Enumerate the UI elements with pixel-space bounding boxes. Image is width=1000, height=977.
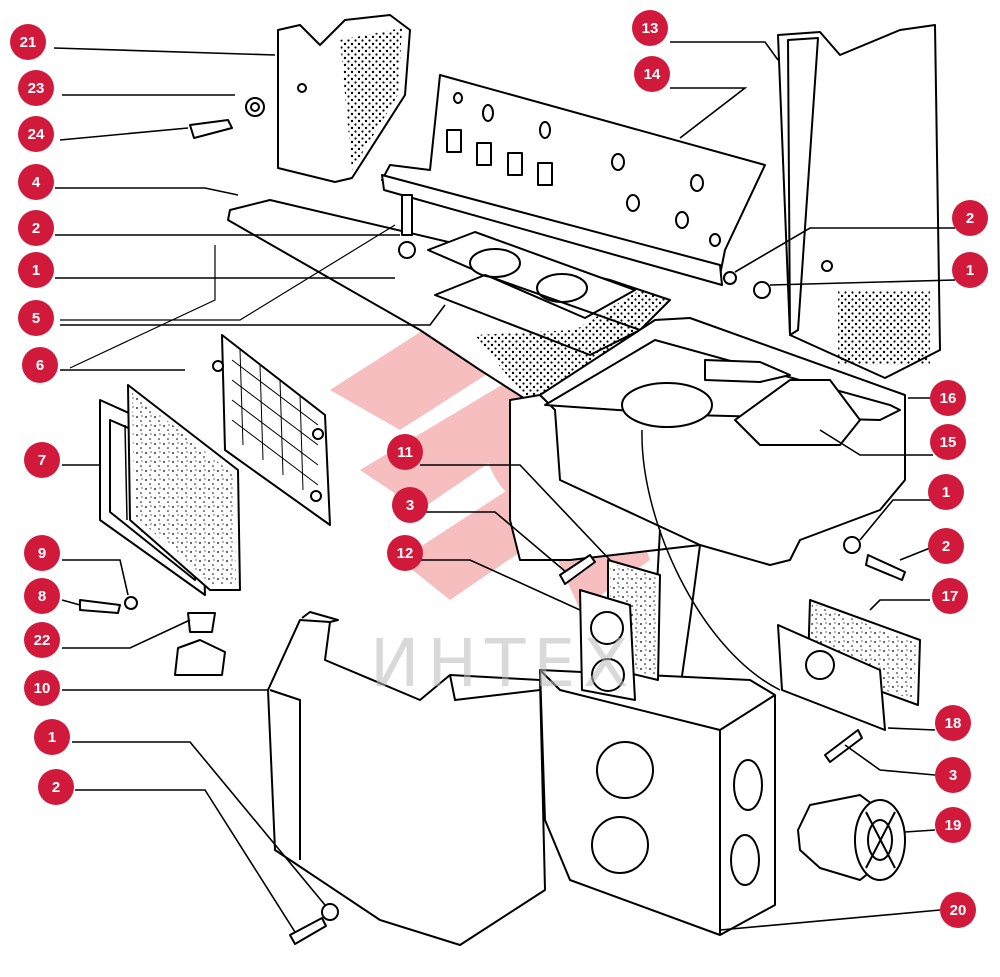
callout-20[interactable]: 20 <box>940 892 976 928</box>
filter-mat <box>127 384 241 591</box>
air-grille <box>212 334 331 526</box>
callout-3b[interactable]: 3 <box>935 757 971 793</box>
callout-7[interactable]: 7 <box>24 442 60 478</box>
heater-body <box>509 317 906 691</box>
callout-1d[interactable]: 1 <box>928 474 964 510</box>
callout-2[interactable]: 2 <box>18 210 54 246</box>
callout-21[interactable]: 21 <box>10 24 46 60</box>
callout-4[interactable]: 4 <box>18 164 54 200</box>
callout-3[interactable]: 3 <box>392 487 428 523</box>
callout-22[interactable]: 22 <box>24 622 60 658</box>
callout-1c[interactable]: 1 <box>952 252 988 288</box>
callout-15[interactable]: 15 <box>930 424 966 460</box>
callout-23[interactable]: 23 <box>18 70 54 106</box>
flange-gasket <box>579 559 661 701</box>
leader-lines <box>53 41 956 933</box>
callout-10[interactable]: 10 <box>24 670 60 706</box>
watermark-text: ИНТЕХ <box>370 625 637 702</box>
callout-24[interactable]: 24 <box>18 116 54 152</box>
callout-8[interactable]: 8 <box>24 578 60 614</box>
callout-18[interactable]: 18 <box>935 705 971 741</box>
callout-2b[interactable]: 2 <box>38 769 74 805</box>
callout-14[interactable]: 14 <box>634 56 670 92</box>
callout-17[interactable]: 17 <box>932 578 968 614</box>
callout-1[interactable]: 1 <box>18 252 54 288</box>
callout-12[interactable]: 12 <box>387 535 423 571</box>
lower-combustion-box <box>539 669 776 936</box>
callout-6[interactable]: 6 <box>22 347 58 383</box>
fasteners <box>79 97 906 945</box>
side-cover-right <box>777 24 941 379</box>
callout-1b[interactable]: 1 <box>34 719 70 755</box>
callout-2d[interactable]: 2 <box>928 528 964 564</box>
front-cover <box>267 611 546 946</box>
callout-13[interactable]: 13 <box>632 10 668 46</box>
callout-19[interactable]: 19 <box>935 807 971 843</box>
callout-16[interactable]: 16 <box>930 380 966 416</box>
callout-11[interactable]: 11 <box>387 434 423 470</box>
callout-2c[interactable]: 2 <box>952 200 988 236</box>
control-panel <box>381 74 766 286</box>
side-cover-left-top <box>277 14 411 183</box>
callout-9[interactable]: 9 <box>24 535 60 571</box>
exhaust-flange-gasket <box>777 599 921 731</box>
callout-5[interactable]: 5 <box>18 300 54 336</box>
exhaust-terminal <box>797 794 906 881</box>
